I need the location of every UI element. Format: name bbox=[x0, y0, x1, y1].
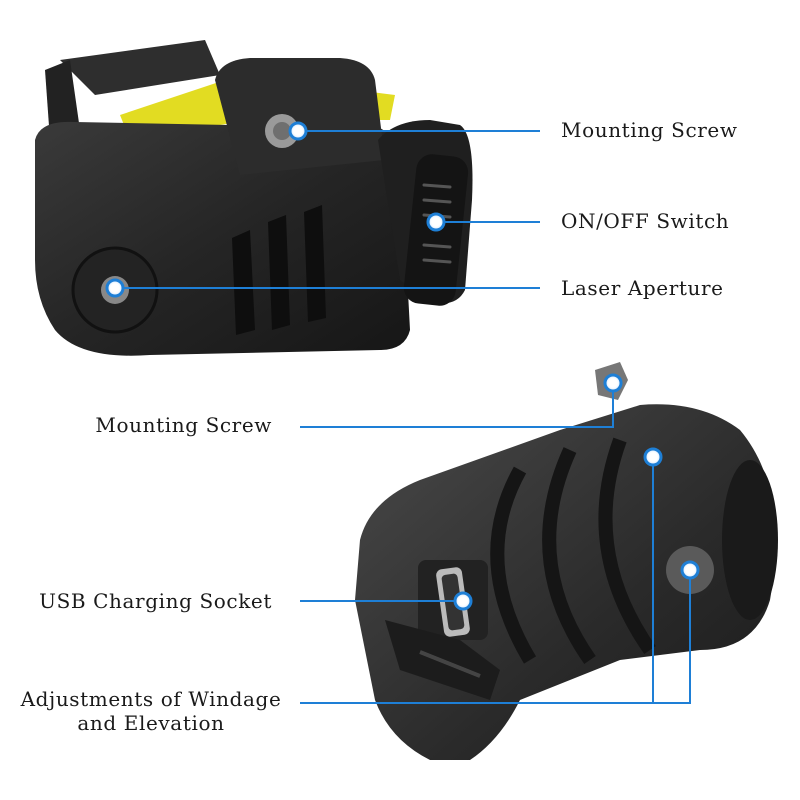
callout-dot-mounting-screw-bottom bbox=[603, 373, 623, 393]
callout-dot-mounting-screw-top bbox=[288, 121, 308, 141]
callout-line-windage-1 bbox=[300, 457, 654, 704]
callout-dot-windage-1 bbox=[643, 447, 663, 467]
callout-dot-aperture bbox=[105, 278, 125, 298]
callout-line-windage-2 bbox=[653, 570, 691, 704]
laser-sight-bottom-view bbox=[355, 362, 778, 760]
label-laser-aperture: Laser Aperture bbox=[561, 276, 724, 300]
label-on-off-switch: ON/OFF Switch bbox=[561, 209, 730, 233]
label-windage-elevation-line1: Adjustments of Windage bbox=[20, 687, 282, 711]
callout-dot-usb bbox=[453, 591, 473, 611]
label-usb-charging-socket: USB Charging Socket bbox=[39, 589, 272, 613]
label-windage-elevation: Adjustments of Windage and Elevation bbox=[16, 687, 286, 735]
callout-dot-windage-2 bbox=[680, 560, 700, 580]
label-mounting-screw-top: Mounting Screw bbox=[561, 118, 738, 142]
callout-dot-switch bbox=[426, 212, 446, 232]
label-mounting-screw-bottom: Mounting Screw bbox=[95, 413, 272, 437]
callout-line-mounting-screw-bottom bbox=[300, 383, 614, 428]
label-windage-elevation-line2: and Elevation bbox=[77, 711, 225, 735]
